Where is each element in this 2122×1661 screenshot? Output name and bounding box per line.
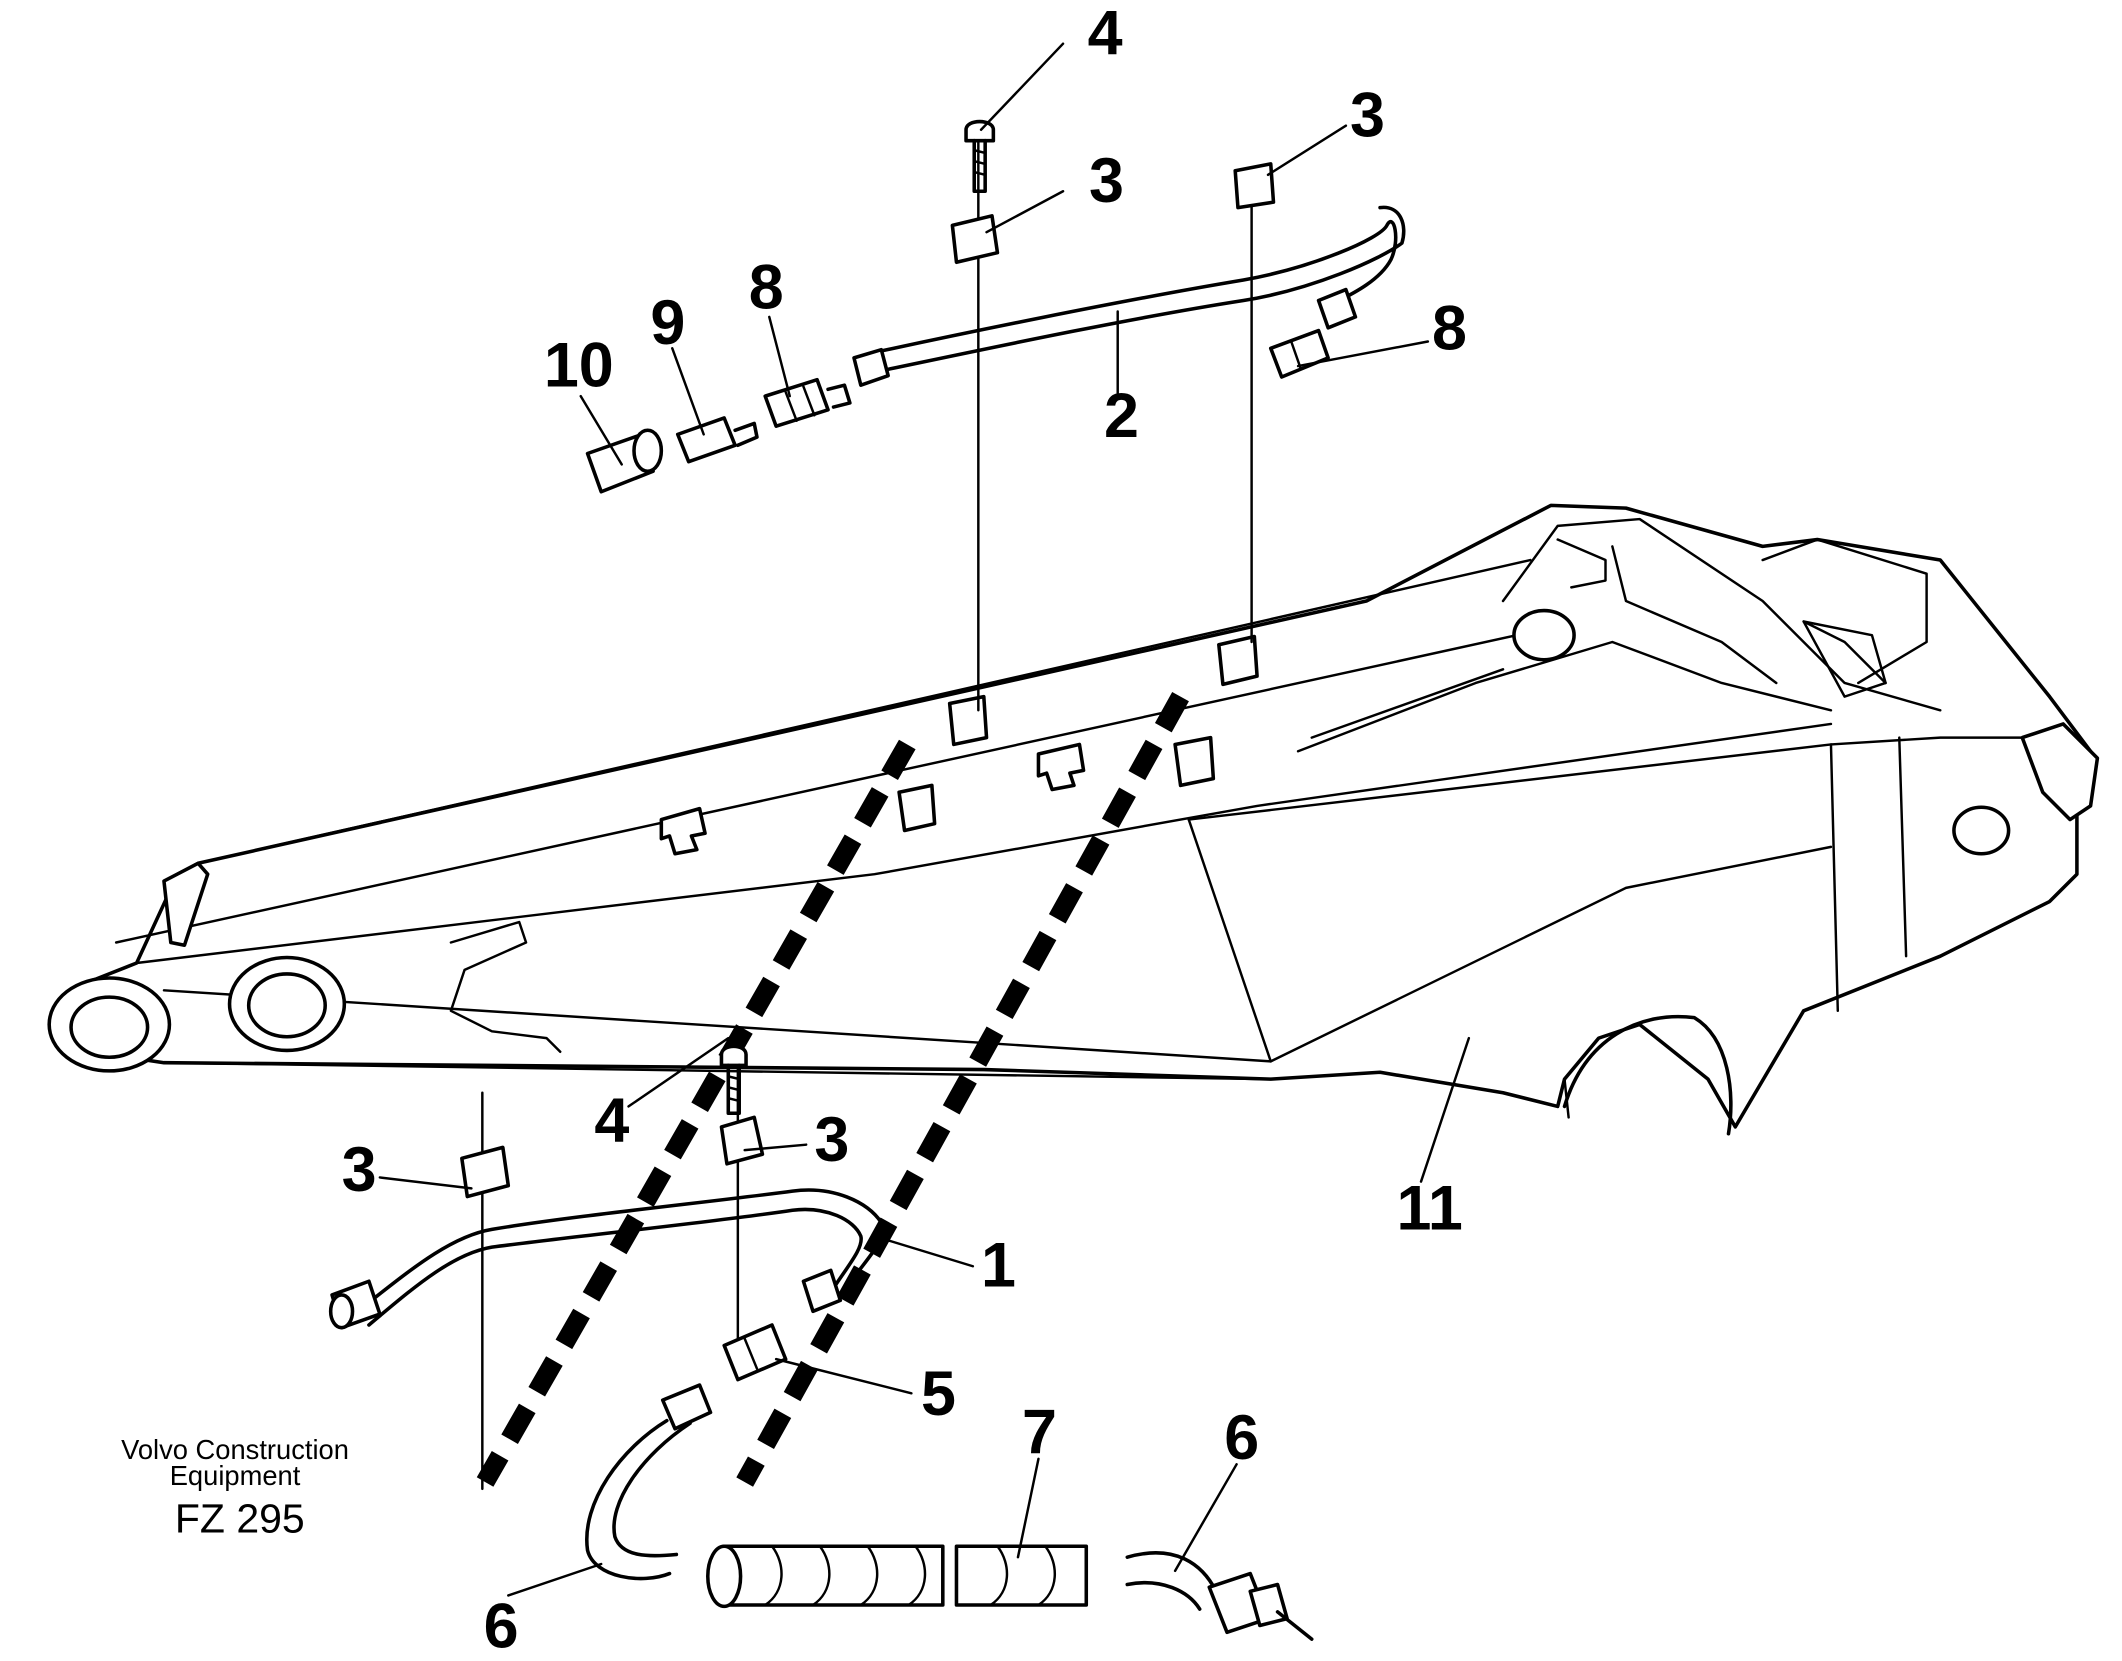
- callout-labels: 4 3 3 10 9 8 8 2 11 4 3 3 1 5 7 6 6: [342, 0, 1467, 1661]
- callout-8-left: 8: [749, 253, 784, 323]
- callout-4-top: 4: [1088, 0, 1123, 69]
- drawing-caption: Volvo Construction Equipment FZ 295: [121, 1434, 349, 1542]
- callout-3-top-left: 3: [1089, 146, 1124, 216]
- callout-6-left: 6: [484, 1591, 519, 1661]
- hose-guard-dashes: [476, 691, 1189, 1487]
- manufacturer-line-2: Equipment: [170, 1460, 301, 1491]
- manufacturer-line-1: Volvo Construction: [121, 1434, 349, 1465]
- callout-2: 2: [1104, 381, 1139, 451]
- callout-5: 5: [921, 1359, 956, 1429]
- boom-arm: [47, 503, 2100, 1136]
- callout-6-right: 6: [1224, 1403, 1259, 1473]
- callout-10: 10: [544, 331, 614, 401]
- callout-1: 1: [981, 1231, 1016, 1301]
- callout-9: 9: [650, 288, 685, 358]
- callout-11: 11: [1396, 1173, 1462, 1243]
- callout-4-bottom: 4: [594, 1086, 629, 1156]
- callout-8-right: 8: [1432, 294, 1467, 364]
- callout-3-bottom-right: 3: [814, 1105, 849, 1175]
- leader-lines: [378, 42, 1471, 1597]
- upper-pipe-assembly: [585, 119, 1406, 494]
- callout-3-top-right: 3: [1350, 81, 1385, 151]
- lower-pipe-assembly: [328, 1044, 1314, 1641]
- callout-7: 7: [1022, 1397, 1057, 1467]
- drawing-code: FZ 295: [175, 1496, 305, 1542]
- callout-3-bottom-left: 3: [342, 1135, 377, 1205]
